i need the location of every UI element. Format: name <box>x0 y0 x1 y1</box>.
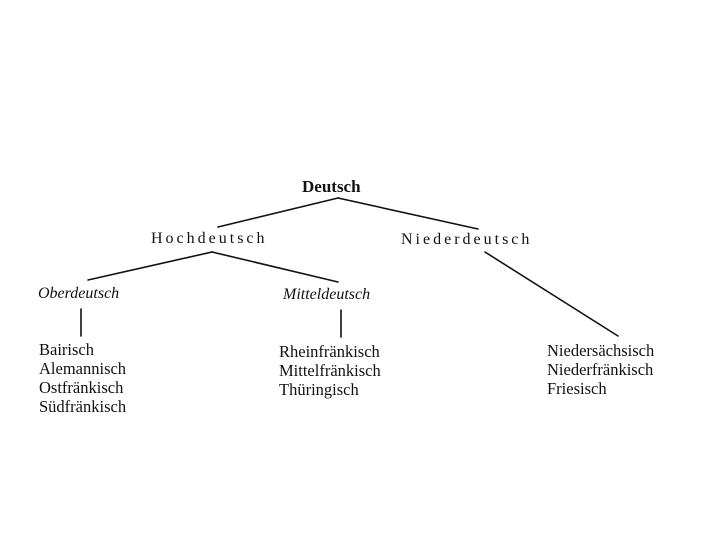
edge-hochdeutsch-mitteldeutsch <box>211 251 339 283</box>
oberdeutsch-dialect-list: Bairisch Alemannisch Ostfränkisch Südfrä… <box>39 340 126 416</box>
node-deutsch: Deutsch <box>302 177 361 196</box>
niederdeutsch-dialect-list: Niedersächsisch Niederfränkisch Friesisc… <box>547 341 654 398</box>
list-item: Niederfränkisch <box>547 360 654 379</box>
list-item: Rheinfränkisch <box>279 342 380 361</box>
list-item: Ostfränkisch <box>39 378 124 397</box>
node-mitteldeutsch: Mitteldeutsch <box>283 286 371 303</box>
mitteldeutsch-dialect-list: Rheinfränkisch Mittelfränkisch Thüringis… <box>279 342 381 399</box>
list-item: Bairisch <box>39 340 94 359</box>
edge-deutsch-niederdeutsch <box>337 197 479 230</box>
list-item: Niedersächsisch <box>547 341 655 360</box>
edge-deutsch-hochdeutsch <box>217 197 339 228</box>
list-item: Alemannisch <box>39 359 127 378</box>
node-oberdeutsch: Oberdeutsch <box>38 285 120 302</box>
list-item: Mittelfränkisch <box>279 361 381 380</box>
list-item: Thüringisch <box>279 380 359 399</box>
node-hochdeutsch: Hochdeutsch <box>151 230 268 247</box>
edge-hochdeutsch-oberdeutsch <box>87 251 213 281</box>
node-niederdeutsch: Niederdeutsch <box>401 231 533 248</box>
list-item: Südfränkisch <box>39 397 127 416</box>
edge-niederdeutsch-dialects <box>484 251 619 337</box>
list-item: Friesisch <box>547 379 607 398</box>
